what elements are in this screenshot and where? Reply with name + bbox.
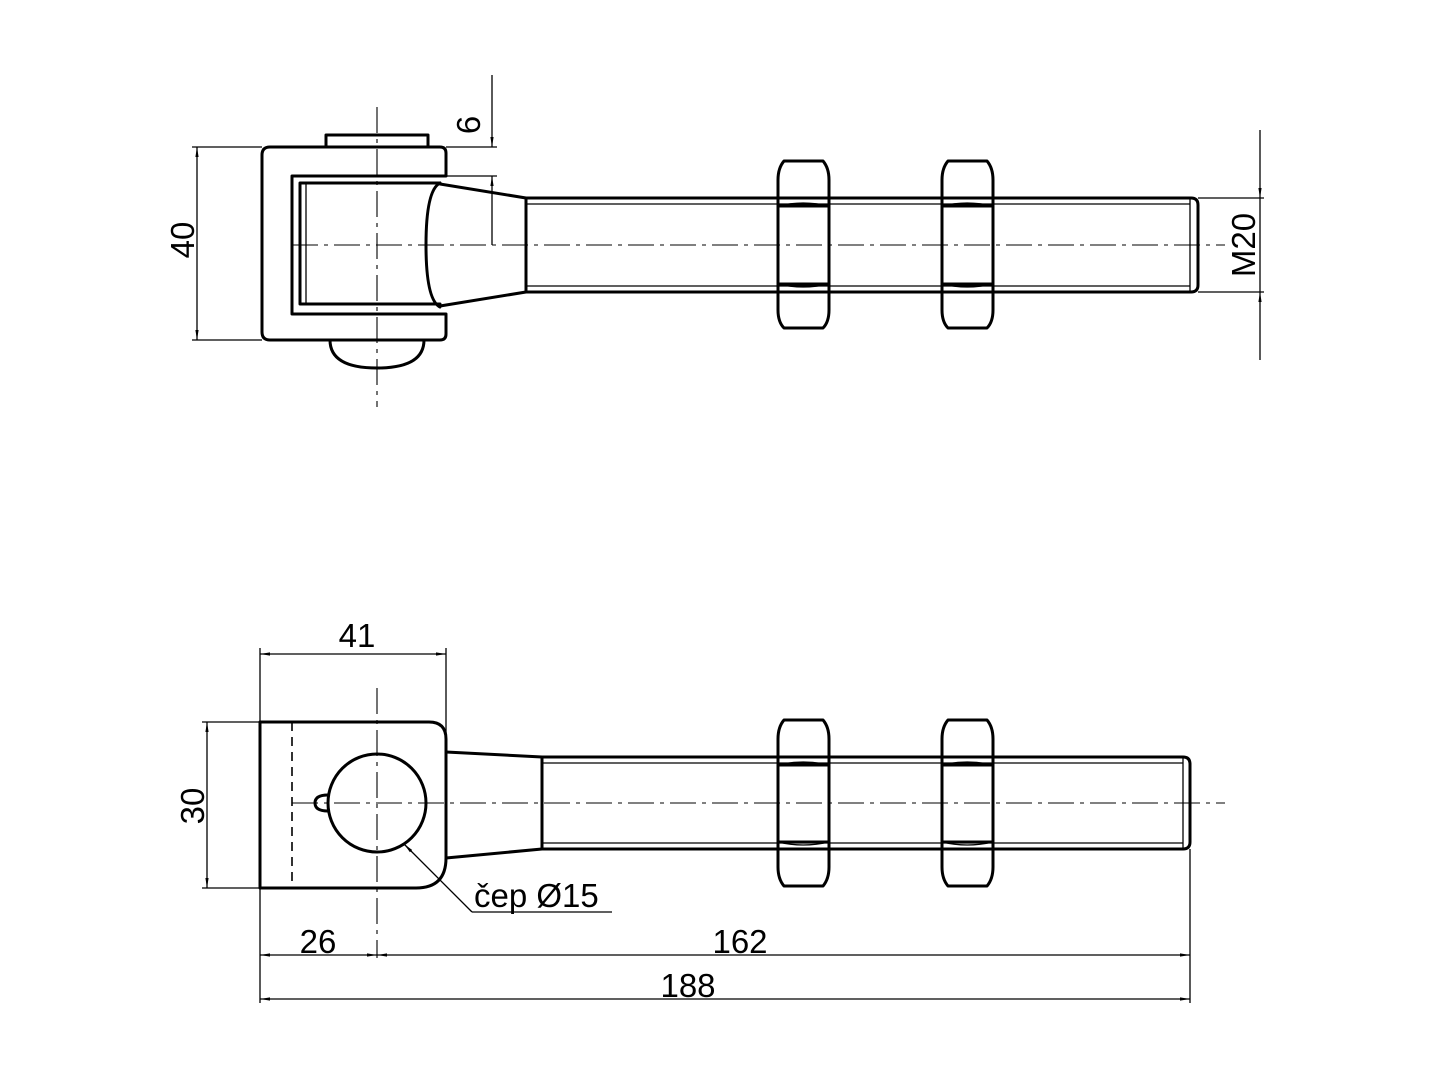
dimension-30: 30 (174, 721, 260, 889)
dimension-41-label: 41 (339, 617, 376, 654)
front-view: 41 30 čep Ø15 26 162 (174, 617, 1225, 1004)
pin-notch (313, 793, 330, 813)
pin-callout: čep Ø15 (403, 843, 612, 914)
dimension-26-label: 26 (300, 923, 337, 960)
dimension-40-label: 40 (164, 222, 201, 259)
top-shank (524, 196, 1200, 294)
dimension-188-label: 188 (660, 967, 715, 1004)
front-shank (540, 755, 1192, 851)
dimension-26: 26 (260, 923, 377, 960)
dimension-m20-label: M20 (1225, 213, 1262, 277)
dimension-162-label: 162 (712, 923, 767, 960)
front-neck (444, 750, 544, 860)
pin-washer-bottom (328, 338, 426, 370)
pin-head-top (324, 133, 430, 149)
pin-callout-label: čep Ø15 (474, 877, 599, 914)
dimension-6-label: 6 (450, 116, 487, 134)
dimension-6: 6 (446, 75, 497, 245)
top-nut-1 (776, 159, 831, 330)
dimension-162: 162 (377, 923, 1190, 960)
eye-body (258, 720, 448, 890)
dimension-m20: M20 (1198, 130, 1264, 360)
pin-hole (326, 752, 428, 854)
dimension-41: 41 (259, 617, 447, 752)
u-bracket-outer (260, 145, 448, 342)
front-nut-1 (776, 718, 831, 888)
u-bracket-inner (298, 181, 442, 306)
dimension-40: 40 (164, 146, 262, 341)
top-nut-2 (940, 159, 995, 330)
dimension-30-label: 30 (174, 788, 211, 825)
dimension-188: 188 (260, 967, 1190, 1004)
front-nut-2 (940, 718, 995, 888)
top-view: 40 6 M20 (164, 75, 1264, 407)
top-neck (424, 181, 528, 309)
